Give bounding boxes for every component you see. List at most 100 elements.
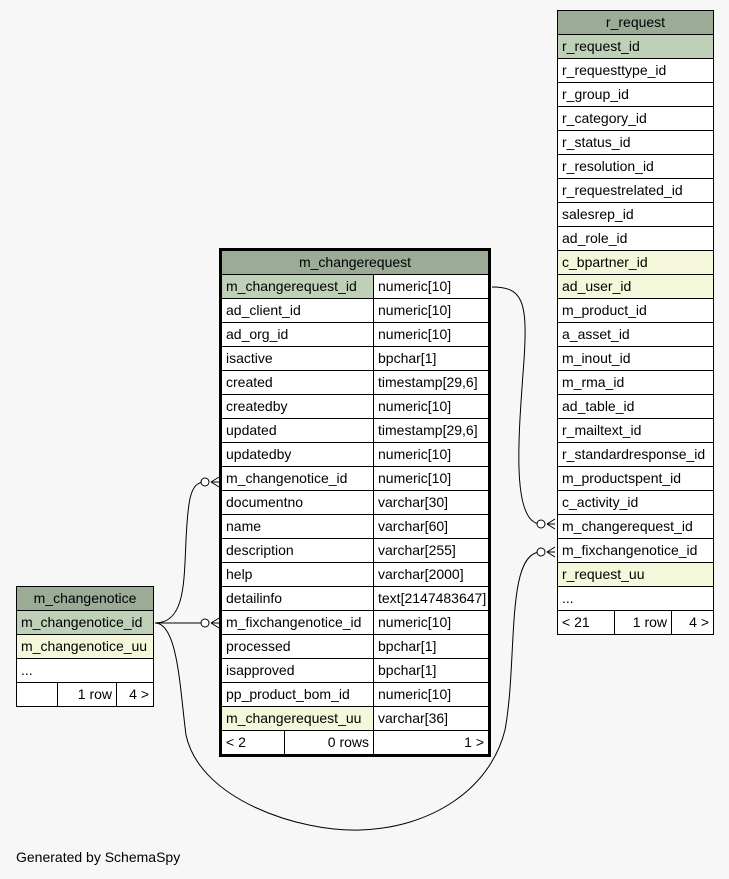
table-row: salesrep_id [557, 202, 714, 227]
column-type: numeric[10] [373, 394, 490, 419]
column-name: m_inout_id [557, 346, 714, 371]
table-row: c_activity_id [557, 490, 714, 515]
table-r-request[interactable]: r_request r_request_id r_requesttype_id … [557, 10, 714, 635]
table-row: r_resolution_id [557, 154, 714, 179]
column-name: ad_table_id [557, 394, 714, 419]
column-type: numeric[10] [373, 466, 490, 491]
table-row: m_product_id [557, 298, 714, 323]
column-name: m_fixchangenotice_id [557, 538, 714, 563]
table-row: r_group_id [557, 82, 714, 107]
column-name: r_requestrelated_id [557, 178, 714, 203]
table-row: m_rma_id [557, 370, 714, 395]
table-row: m_changerequest_id [557, 514, 714, 539]
column-name: updatedby [220, 442, 374, 467]
table-title[interactable]: m_changenotice [16, 586, 154, 611]
fk-line-changenotice [154, 481, 206, 624]
parents-count[interactable]: < 2 [220, 730, 285, 756]
column-name: ad_client_id [220, 298, 374, 323]
column-name-pk: m_changenotice_id [16, 610, 154, 635]
column-type: numeric[10] [373, 274, 490, 299]
column-name: r_status_id [557, 130, 714, 155]
table-m-changenotice[interactable]: m_changenotice m_changenotice_id m_chang… [16, 586, 154, 707]
column-type: varchar[2000] [373, 562, 490, 587]
column-name-more: ... [16, 658, 154, 683]
column-name: r_resolution_id [557, 154, 714, 179]
column-name: createdby [220, 394, 374, 419]
table-row: ad_table_id [557, 394, 714, 419]
table-row: r_mailtext_id [557, 418, 714, 443]
column-type: varchar[30] [373, 490, 490, 515]
column-name: processed [220, 634, 374, 659]
column-name-pk: r_request_id [557, 34, 714, 59]
column-name-indexed: m_changerequest_uu [220, 706, 374, 731]
table-row: r_status_id [557, 130, 714, 155]
column-type: numeric[10] [373, 682, 490, 707]
column-name: name [220, 514, 374, 539]
column-name: help [220, 562, 374, 587]
column-name: detailinfo [220, 586, 374, 611]
column-name: r_mailtext_id [557, 418, 714, 443]
column-type: numeric[10] [373, 322, 490, 347]
row-count: 1 row [57, 682, 117, 707]
fk-line-r-request-changerequest [491, 286, 542, 525]
column-name: ad_org_id [220, 322, 374, 347]
parents-count[interactable] [16, 682, 58, 707]
children-count[interactable]: 4 > [116, 682, 154, 707]
row-count: 1 row [614, 610, 672, 635]
column-name: m_rma_id [557, 370, 714, 395]
fk-optional-marker [200, 477, 210, 487]
fk-optional-marker [200, 618, 210, 628]
table-row: r_requestrelated_id [557, 178, 714, 203]
column-type: numeric[10] [373, 610, 490, 635]
column-name: m_fixchangenotice_id [220, 610, 374, 635]
column-name: m_changerequest_id [557, 514, 714, 539]
column-name-indexed: m_changenotice_uu [16, 634, 154, 659]
column-name-pk: m_changerequest_id [220, 274, 374, 299]
table-row: ad_role_id [557, 226, 714, 251]
parents-count[interactable]: < 21 [557, 610, 615, 635]
column-type: varchar[60] [373, 514, 490, 539]
table-row: c_bpartner_id [557, 250, 714, 275]
table-title[interactable]: r_request [557, 10, 714, 35]
column-name-more: ... [557, 586, 714, 611]
column-type: bpchar[1] [373, 634, 490, 659]
children-count[interactable]: 4 > [671, 610, 714, 635]
table-title[interactable]: m_changerequest [220, 249, 490, 275]
column-name: a_asset_id [557, 322, 714, 347]
table-footer: < 2 0 rows 1 > [220, 730, 490, 756]
column-type: timestamp[29,6] [373, 370, 490, 395]
table-row: ... [16, 658, 154, 683]
table-row: m_fixchangenotice_id [557, 538, 714, 563]
table-row: r_request_id [557, 34, 714, 59]
column-name: r_standardresponse_id [557, 442, 714, 467]
column-name: m_productspent_id [557, 466, 714, 491]
table-row: m_changenotice_id [16, 610, 154, 635]
column-name: isactive [220, 346, 374, 371]
fk-crowfoot-marker [546, 546, 556, 558]
children-count[interactable]: 1 > [373, 730, 490, 756]
column-name: r_requesttype_id [557, 58, 714, 83]
fk-line-r-request-fixchangenotice [154, 551, 542, 831]
column-name: r_group_id [557, 82, 714, 107]
column-type: varchar[255] [373, 538, 490, 563]
fk-crowfoot-marker [210, 476, 220, 488]
table-footer: 1 row 4 > [16, 682, 154, 707]
column-name: isapproved [220, 658, 374, 683]
column-name: m_changenotice_id [220, 466, 374, 491]
table-row: ad_user_id [557, 274, 714, 299]
